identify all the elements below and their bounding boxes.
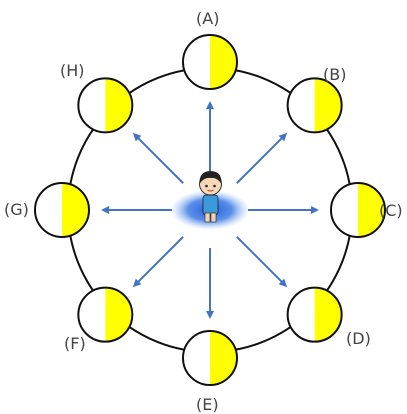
label-e: (E): [196, 395, 219, 414]
moon-d: [286, 286, 343, 343]
label-h: (H): [60, 61, 85, 80]
moon-outline: [34, 182, 90, 238]
label-f: (F): [64, 334, 86, 353]
arrow-to-moon-d: [236, 236, 288, 288]
moon-outline: [330, 182, 386, 238]
moon-lit-half: [314, 78, 342, 133]
moon-e: [182, 330, 238, 386]
moon-outline: [286, 77, 343, 134]
label-a: (A): [196, 9, 219, 28]
sight-line-arrows: [101, 101, 319, 319]
arrow-to-moon-b: [236, 132, 288, 184]
moon-b: [286, 77, 343, 134]
moon-c: [330, 182, 386, 238]
label-g: (G): [4, 200, 29, 219]
label-d: (D): [346, 329, 371, 348]
label-b: (B): [323, 65, 346, 84]
moon-lit-half: [210, 35, 237, 89]
moon-lit-half: [105, 78, 133, 133]
moon-outline: [182, 330, 238, 386]
moon-outline: [77, 286, 134, 343]
arrow-to-moon-h: [132, 132, 184, 184]
arrow-to-moon-f: [132, 236, 184, 288]
moon-outline: [182, 34, 238, 90]
moon-lit-half: [358, 183, 385, 237]
moon-lit-half: [62, 183, 89, 237]
moon-lit-half: [210, 331, 237, 385]
moons: [34, 34, 386, 386]
moon-h: [77, 77, 134, 134]
child-observer-icon: [199, 171, 222, 223]
moon-outline: [77, 77, 134, 134]
label-c: (C): [379, 201, 403, 220]
moon-outline: [286, 286, 343, 343]
moon-a: [182, 34, 238, 90]
moon-lit-half: [105, 287, 133, 342]
moon-f: [77, 286, 134, 343]
moon-g: [34, 182, 90, 238]
moon-lit-half: [314, 287, 342, 342]
